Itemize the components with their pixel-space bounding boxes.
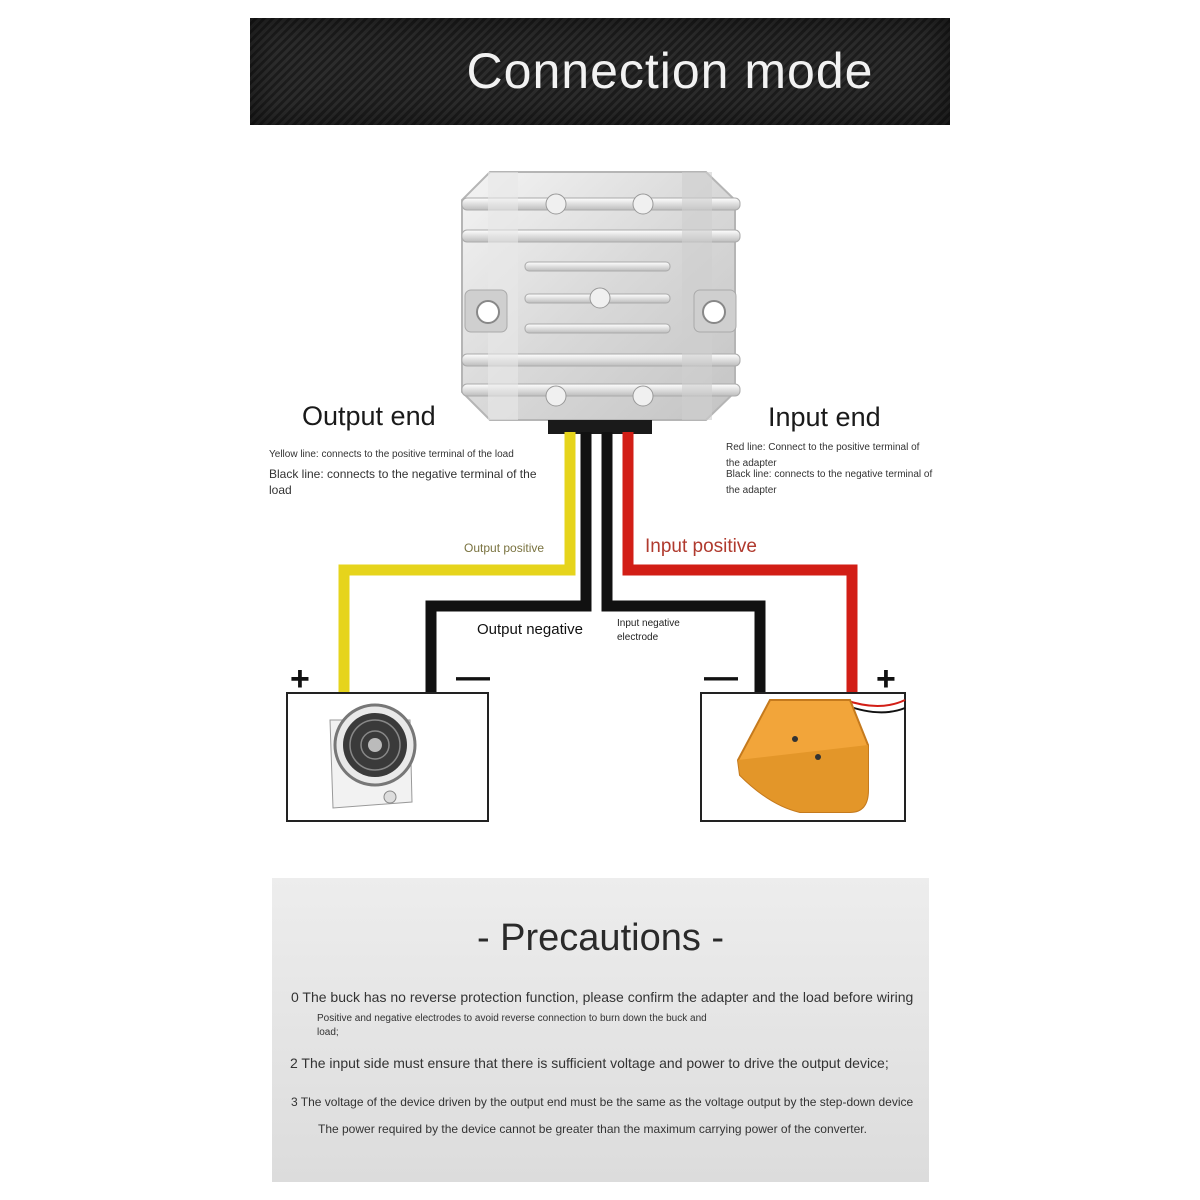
input-positive-label: Input positive (645, 536, 757, 557)
precaution-item: The power required by the device cannot … (318, 1122, 867, 1136)
input-note-red: Red line: Connect to the positive termin… (726, 442, 920, 469)
output-end-title: Output end (302, 401, 436, 431)
input-end-title: Input end (768, 402, 881, 432)
output-positive-label: Output positive (464, 541, 545, 555)
input-negative-label: Input negative electrode (617, 618, 680, 643)
precaution-item: Positive and negative electrodes to avoi… (317, 1013, 707, 1038)
page-title: Connection mode (466, 43, 874, 99)
black-wire-output (425, 432, 592, 692)
precaution-item: 0 The buck has no reverse protection fun… (291, 989, 914, 1005)
output-note-yellow: Yellow line: connects to the positive te… (269, 449, 514, 460)
load-plus-sign: + (290, 660, 310, 698)
header-banner (250, 18, 950, 125)
precaution-item: 2 The input side must ensure that there … (290, 1055, 889, 1071)
adapter-plus-sign: + (876, 660, 896, 698)
black-wire-input (601, 432, 766, 692)
battery-adapter-illustration (736, 699, 906, 813)
output-negative-label: Output negative (477, 621, 583, 638)
yellow-wire (338, 432, 576, 692)
precautions-title: - Precautions - (476, 917, 725, 959)
precaution-item: 3 The voltage of the device driven by th… (291, 1095, 914, 1109)
load-minus-sign: — (456, 658, 490, 696)
adapter-minus-sign: — (704, 658, 738, 696)
fan-illustration (329, 703, 417, 809)
output-note-black: Black line: connects to the negative ter… (269, 467, 537, 497)
connection-diagram (286, 171, 906, 822)
input-note-black: Black line: connects to the negative ter… (726, 469, 933, 496)
red-wire (622, 432, 858, 692)
buck-converter-module (461, 171, 741, 434)
precautions-panel (272, 878, 929, 1182)
